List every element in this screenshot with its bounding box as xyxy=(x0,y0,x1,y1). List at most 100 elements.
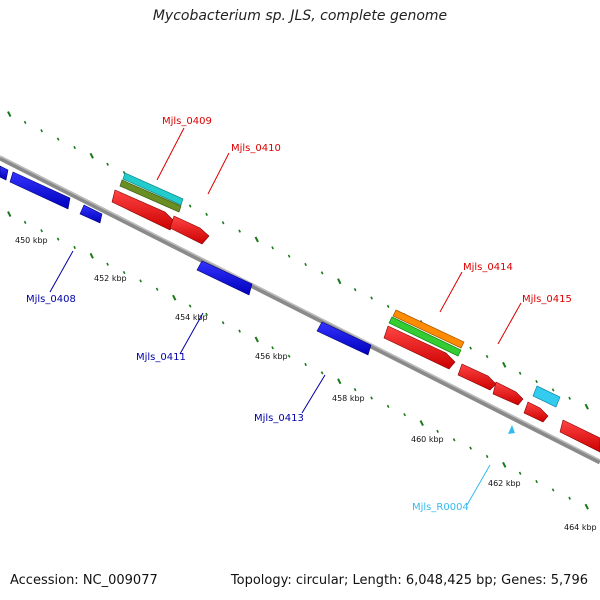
tick-label: 458 kbp xyxy=(332,394,365,403)
label-mjls0415[interactable]: Mjls_0415 xyxy=(522,294,572,305)
minor-tick xyxy=(386,304,390,308)
gene-mjls0411[interactable] xyxy=(196,260,253,296)
minor-tick xyxy=(353,388,357,392)
gene-mjls0410[interactable] xyxy=(169,215,210,245)
major-tick xyxy=(7,111,12,118)
tick-label: 462 kbp xyxy=(488,479,521,488)
map-title: Mycobacterium sp. JLS, complete genome xyxy=(152,8,448,24)
minor-tick xyxy=(518,471,522,475)
minor-tick xyxy=(188,204,192,208)
minor-tick xyxy=(238,229,241,233)
minor-tick xyxy=(370,396,373,400)
minor-tick xyxy=(551,488,555,492)
minor-tick xyxy=(551,388,555,392)
minor-tick xyxy=(271,346,274,350)
minor-tick xyxy=(238,329,241,333)
minor-tick xyxy=(155,287,159,291)
tick-track-inner xyxy=(7,211,589,510)
callout-mjls0409 xyxy=(156,127,185,181)
callout-mjls0413 xyxy=(301,374,326,414)
minor-tick xyxy=(469,346,472,350)
genome-summary-text: Topology: circular; Length: 6,048,425 bp… xyxy=(230,573,588,588)
minor-tick xyxy=(56,237,60,241)
label-mjls0411[interactable]: Mjls_0411 xyxy=(136,352,186,363)
minor-tick xyxy=(320,371,324,375)
major-tick xyxy=(502,361,507,368)
minor-tick xyxy=(23,220,27,225)
feature-cyan-0409[interactable] xyxy=(122,172,184,206)
minor-tick xyxy=(287,354,291,358)
minor-tick xyxy=(535,379,538,384)
minor-tick xyxy=(205,312,208,316)
major-tick xyxy=(254,236,259,243)
callout-mjls0414 xyxy=(439,271,463,313)
label-mjls0409[interactable]: Mjls_0409 xyxy=(162,116,212,127)
tick-label: 464 kbp xyxy=(564,523,597,532)
minor-tick xyxy=(320,271,324,275)
gene-mjls0413[interactable] xyxy=(316,321,372,356)
minor-tick xyxy=(40,229,43,233)
gene-mjls0414[interactable] xyxy=(383,325,456,370)
tick-label: 456 kbp xyxy=(255,352,288,361)
minor-tick xyxy=(122,270,126,275)
gene-mjlsr0004[interactable] xyxy=(508,425,515,434)
genome-backbone xyxy=(0,155,600,465)
gene-mjls0416[interactable] xyxy=(492,381,524,406)
minor-tick xyxy=(535,479,538,484)
major-tick xyxy=(89,252,94,259)
major-tick xyxy=(254,336,259,343)
minor-tick xyxy=(353,288,357,292)
callout-mjls0415 xyxy=(497,302,522,345)
major-tick xyxy=(337,378,342,385)
tick-label: 454 kbp xyxy=(175,313,208,322)
minor-tick xyxy=(469,446,472,450)
gene-labels: Mjls_0409 Mjls_0410 Mjls_0408 Mjls_0411 … xyxy=(26,116,572,513)
minor-tick xyxy=(139,279,142,283)
callout-mjls0408 xyxy=(49,250,74,293)
reverse-genes xyxy=(0,165,372,356)
minor-tick xyxy=(23,120,27,125)
minor-tick xyxy=(73,145,76,150)
callout-lines xyxy=(49,127,522,506)
minor-tick xyxy=(568,396,571,400)
label-mjlsr0004[interactable]: Mjls_R0004 xyxy=(412,502,469,513)
label-mjls0413[interactable]: Mjls_0413 xyxy=(254,413,304,424)
minor-tick xyxy=(188,304,192,308)
tick-label: 450 kbp xyxy=(15,236,48,245)
gene-mjls0415[interactable] xyxy=(457,363,497,391)
major-tick xyxy=(419,420,424,427)
tick-labels: 450 kbp 452 kbp 454 kbp 456 kbp 458 kbp … xyxy=(15,236,597,532)
callout-mjls0411 xyxy=(179,312,204,355)
tick-label: 460 kbp xyxy=(411,435,444,444)
minor-tick xyxy=(106,162,109,166)
minor-tick xyxy=(485,354,489,359)
gene-mjls0408b[interactable] xyxy=(79,204,103,224)
major-tick xyxy=(89,152,94,159)
minor-tick xyxy=(73,245,76,250)
label-mjls0410[interactable]: Mjls_0410 xyxy=(231,143,281,154)
minor-tick xyxy=(436,429,439,434)
callout-mjlsr0004 xyxy=(466,464,491,506)
minor-tick xyxy=(56,137,60,141)
gene-rna-cyan[interactable] xyxy=(532,385,561,408)
gene-mjls0408[interactable] xyxy=(9,171,71,210)
minor-tick xyxy=(568,496,571,500)
minor-tick xyxy=(205,212,208,216)
backbone-highlight xyxy=(0,155,600,461)
feature-green-0414[interactable] xyxy=(388,316,462,357)
minor-tick xyxy=(518,371,522,375)
minor-tick xyxy=(304,362,307,367)
minor-tick xyxy=(370,296,373,300)
major-tick xyxy=(584,503,589,510)
gene-mjls0417[interactable] xyxy=(523,401,549,423)
minor-tick xyxy=(452,438,456,442)
tick-label: 452 kbp xyxy=(94,274,127,283)
feature-olive-0409[interactable] xyxy=(119,179,182,213)
gene-mjls0418[interactable] xyxy=(559,419,600,453)
label-mjls0408[interactable]: Mjls_0408 xyxy=(26,294,76,305)
minor-tick xyxy=(221,321,225,325)
gene-mjls0407[interactable] xyxy=(0,165,9,181)
label-mjls0414[interactable]: Mjls_0414 xyxy=(463,262,513,273)
feature-orange-0414[interactable] xyxy=(392,309,465,349)
